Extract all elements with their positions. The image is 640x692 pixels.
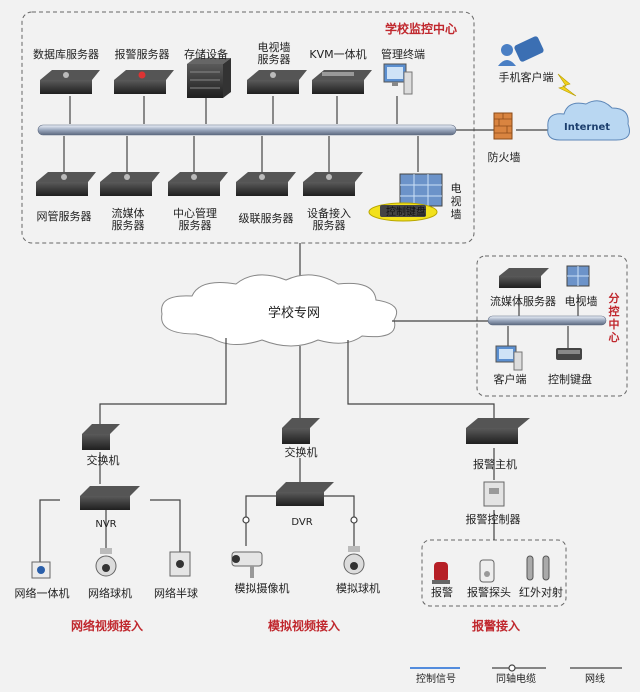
cascade-server-label: 级联服务器 [238,212,294,225]
network-switch-icon [82,424,120,450]
nvr-icon [80,486,140,510]
center-title: 学校监控中心 [384,22,458,36]
school-network-cloud [161,274,398,347]
netmgmt-server-icon [36,172,96,196]
alarm-server-label: 报警服务器 [114,48,170,61]
branch-tvwall-icon [566,265,590,287]
branch-streaming-label: 流媒体服务器 [490,295,556,308]
branch-tvwall-label: 电视墙 [564,295,598,308]
alarm-section-title: 报警接入 [471,619,521,633]
network-hemisphere-camera-icon [169,551,191,577]
internet-cloud [547,100,630,141]
tvwall-server-icon [247,70,307,94]
alarm-detector-icon [479,559,495,583]
analog-camera-icon [231,551,263,578]
storage-icon [187,58,231,98]
dvr-icon [276,482,334,506]
tvwall-label: 电视墙 [450,182,462,221]
analog-switch-label: 交换机 [284,446,318,459]
kvm-label: KVM一体机 [309,48,367,61]
nvr-label: NVR [95,519,117,530]
analog-camera-label-1: 模拟球机 [336,582,380,595]
branch-center-area [476,255,628,397]
database-server-label: 数据库服务器 [33,48,99,61]
analog-section-title: 模拟视频接入 [267,619,341,633]
alarm-device-label-0: 报警 [431,586,453,599]
network-label: 学校专网 [267,306,321,321]
legend-control-label: 控制信号 [416,674,456,685]
legend-coax-label: 同轴电缆 [496,674,536,685]
internet-label: Internet [563,122,611,133]
analog-dome-camera-icon [343,546,365,575]
branch-bus [487,315,607,326]
network-camera-label-1: 网络球机 [88,587,132,600]
mobile-client-icon [498,36,544,66]
branch-keyboard-icon [556,348,582,360]
alarm-server-icon [114,70,174,94]
bottom-servers [36,172,363,196]
cascade-server-icon [236,172,296,196]
legend-line-label: 网线 [585,674,605,685]
branch-keyboard-label: 控制键盘 [548,373,592,386]
network-dome-camera-icon [95,548,117,577]
center-bus [37,124,457,136]
kvm-icon [312,70,372,94]
analog-camera-label-0: 模拟摄像机 [234,582,290,595]
streaming-server-icon [100,172,160,196]
network-switch-label: 交换机 [86,454,120,467]
dvr-label: DVR [291,517,313,528]
monitoring-center-area [21,11,475,244]
central-mgmt-server-label: 中心管理 服务器 [173,207,217,232]
alarm-host-icon [466,418,530,444]
netmgmt-server-label: 网管服务器 [36,210,92,223]
tvwall-icon [399,173,443,207]
streaming-server-label: 流媒体 服务器 [111,207,145,232]
lightning-icon [557,73,577,97]
analog-switch-icon [282,418,320,444]
coax-connections [242,495,358,546]
branch-client-icon [495,345,523,371]
firewall-icon [493,112,513,140]
firewall-label: 防火墙 [487,151,521,164]
management-terminal-icon [383,63,413,95]
central-mgmt-server-icon [168,172,228,196]
storage-label: 存储设备 [184,48,228,61]
alarm-device-label-1: 报警探头 [467,586,511,599]
alarm-host-label: 报警主机 [473,458,517,471]
alarm-controller-label: 报警控制器 [465,513,521,526]
branch-streaming-server-icon [499,268,549,288]
network-section-title: 网络视频接入 [70,619,144,633]
branch-client-label: 客户端 [493,373,527,386]
tvwall-server-label: 电视墙 服务器 [257,41,291,66]
access-connections [39,338,495,562]
alarm-device-label-2: 红外对射 [519,586,563,599]
branch-connections [392,294,579,348]
legend [410,664,622,672]
center-connections [63,96,556,292]
alarm-siren-icon [432,562,450,584]
network-box-camera-icon [31,561,51,579]
device-access-server-icon [303,172,363,196]
management-terminal-label: 管理终端 [381,48,425,61]
device-access-server-label: 设备接入 服务器 [307,207,351,232]
mobile-client-label: 手机客户端 [498,71,554,84]
database-server-icon [40,70,100,94]
control-keyboard-icon [368,202,438,222]
network-camera-label-0: 网络一体机 [14,587,70,600]
branch-title: 分控中心 [608,292,620,344]
control-keyboard-label: 控制键盘 [386,207,426,218]
network-camera-label-2: 网络半球 [154,587,198,600]
infrared-beam-icon [526,555,550,581]
alarm-controller-icon [483,481,505,507]
